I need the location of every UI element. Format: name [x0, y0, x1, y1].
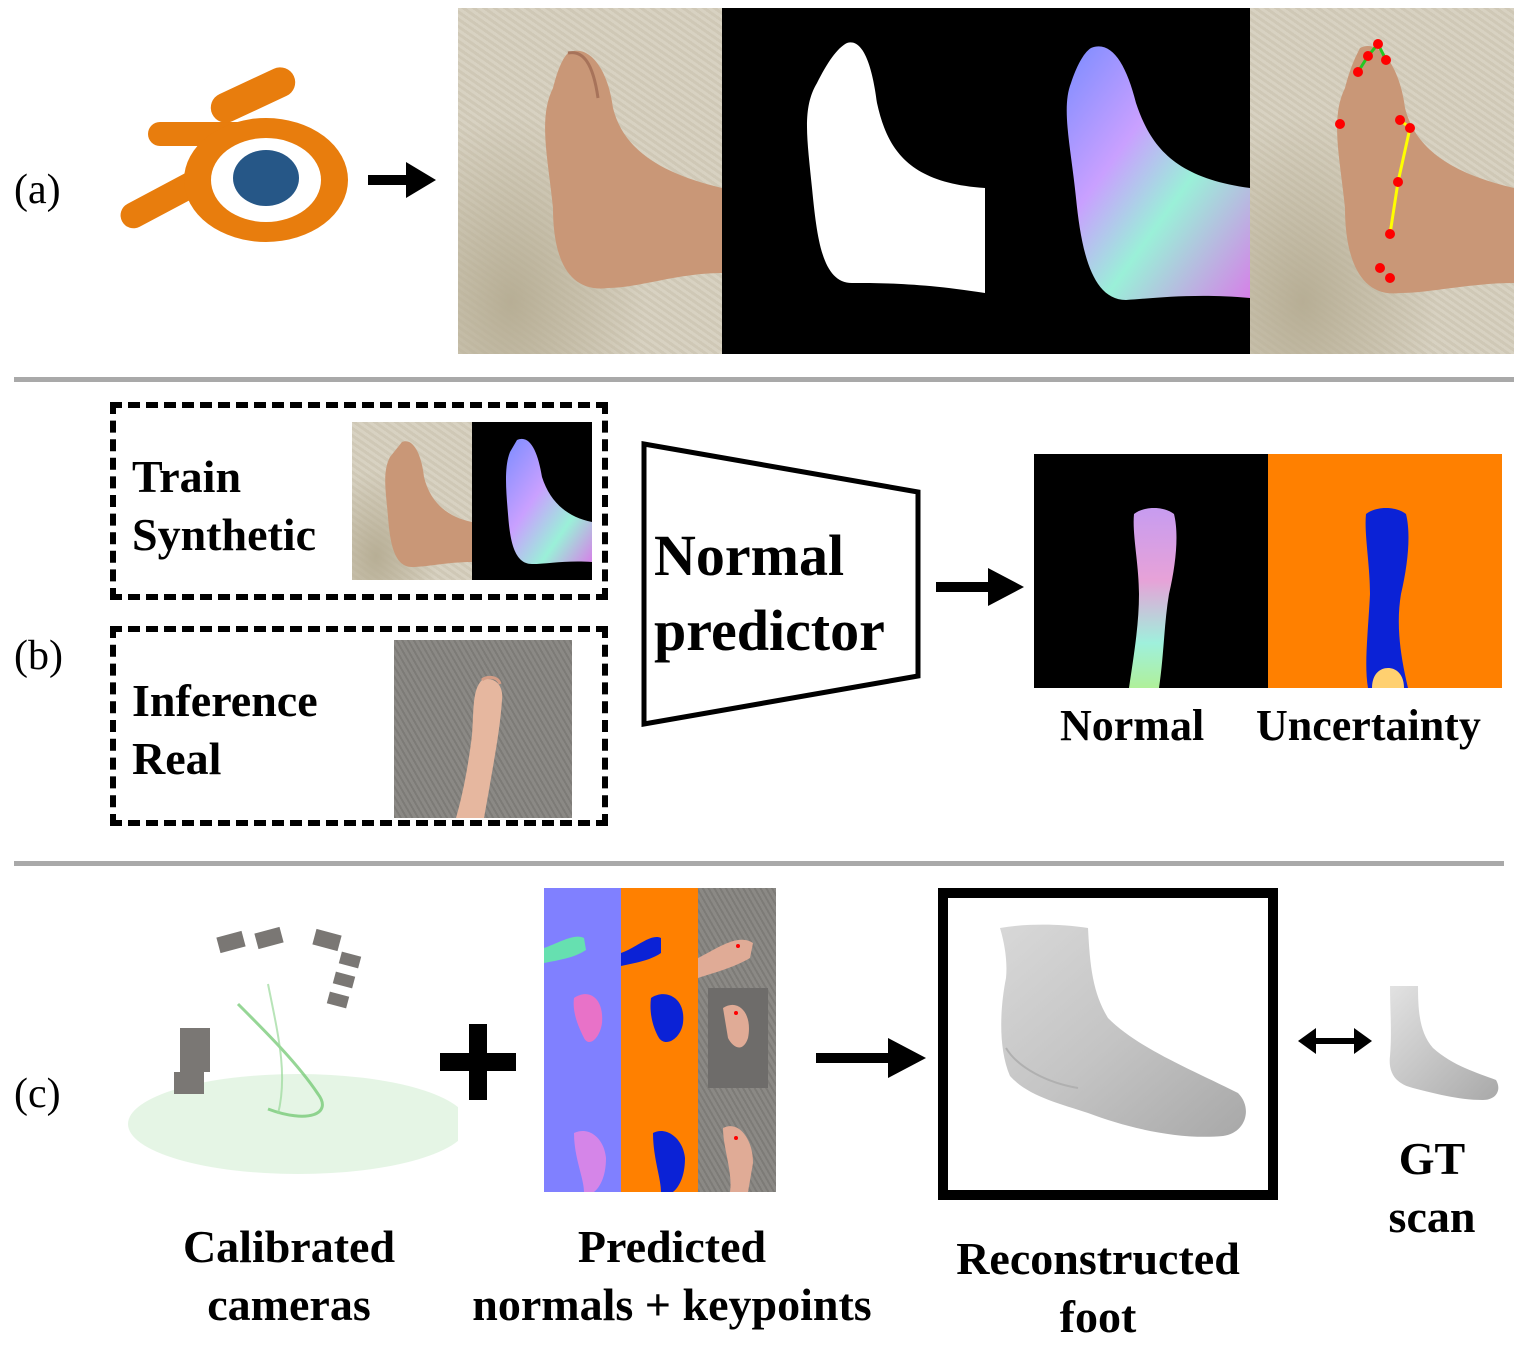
- section-separator: [14, 861, 1504, 866]
- train-normal-image: [472, 422, 592, 580]
- normal-predictor-network: [641, 441, 921, 727]
- section-label-c: (c): [14, 1071, 61, 1117]
- section-label-a: (a): [14, 167, 61, 213]
- plus-icon: [440, 1024, 516, 1100]
- train-synthetic-box: Train Synthetic: [110, 402, 608, 600]
- calibrated-cameras-label: Calibrated cameras: [182, 1221, 396, 1330]
- normal-output-label: Normal: [1060, 701, 1205, 750]
- section-label-b: (b): [14, 633, 63, 679]
- arrow-right-icon: [936, 568, 1024, 606]
- foot-normal-map-image: [986, 8, 1250, 354]
- keypoint-column: [698, 888, 776, 1192]
- uncertainty-column: [621, 888, 698, 1192]
- foot-mask-image: [722, 8, 986, 354]
- predicted-normal-image: [1034, 454, 1268, 688]
- inference-real-box: Inference Real: [110, 626, 608, 826]
- gt-scan-image: [1389, 986, 1499, 1100]
- reconstructed-foot-panel: [938, 888, 1278, 1200]
- synthetic-foot-image: [458, 8, 722, 354]
- inference-real-label: Inference Real: [132, 675, 318, 784]
- arrow-right-icon: [368, 162, 436, 198]
- blender-logo-icon: [120, 67, 348, 242]
- gt-scan-label: GT scan: [1388, 1133, 1476, 1242]
- uncertainty-output-label: Uncertainty: [1256, 701, 1481, 750]
- normal-predictor-label: Normal predictor: [654, 523, 885, 664]
- reconstructed-foot-label: Reconstructed foot: [956, 1233, 1240, 1342]
- normal-column: [544, 888, 621, 1192]
- synthetic-render-strip: [458, 8, 1514, 354]
- inference-real-image: [394, 640, 572, 818]
- foot-keypoints-image: [1250, 8, 1514, 354]
- train-synthetic-label: Train Synthetic: [132, 451, 316, 560]
- section-separator: [14, 377, 1514, 382]
- predicted-normals-keypoints-grid: [544, 888, 776, 1192]
- calibrated-cameras-pointcloud: [128, 926, 458, 1174]
- predicted-uncertainty-image: [1268, 454, 1502, 688]
- predicted-normals-keypoints-label: Predicted normals + keypoints: [472, 1221, 872, 1330]
- train-rgb-image: [352, 422, 472, 580]
- double-arrow-icon: [1298, 1028, 1372, 1054]
- arrow-right-icon: [816, 1038, 926, 1078]
